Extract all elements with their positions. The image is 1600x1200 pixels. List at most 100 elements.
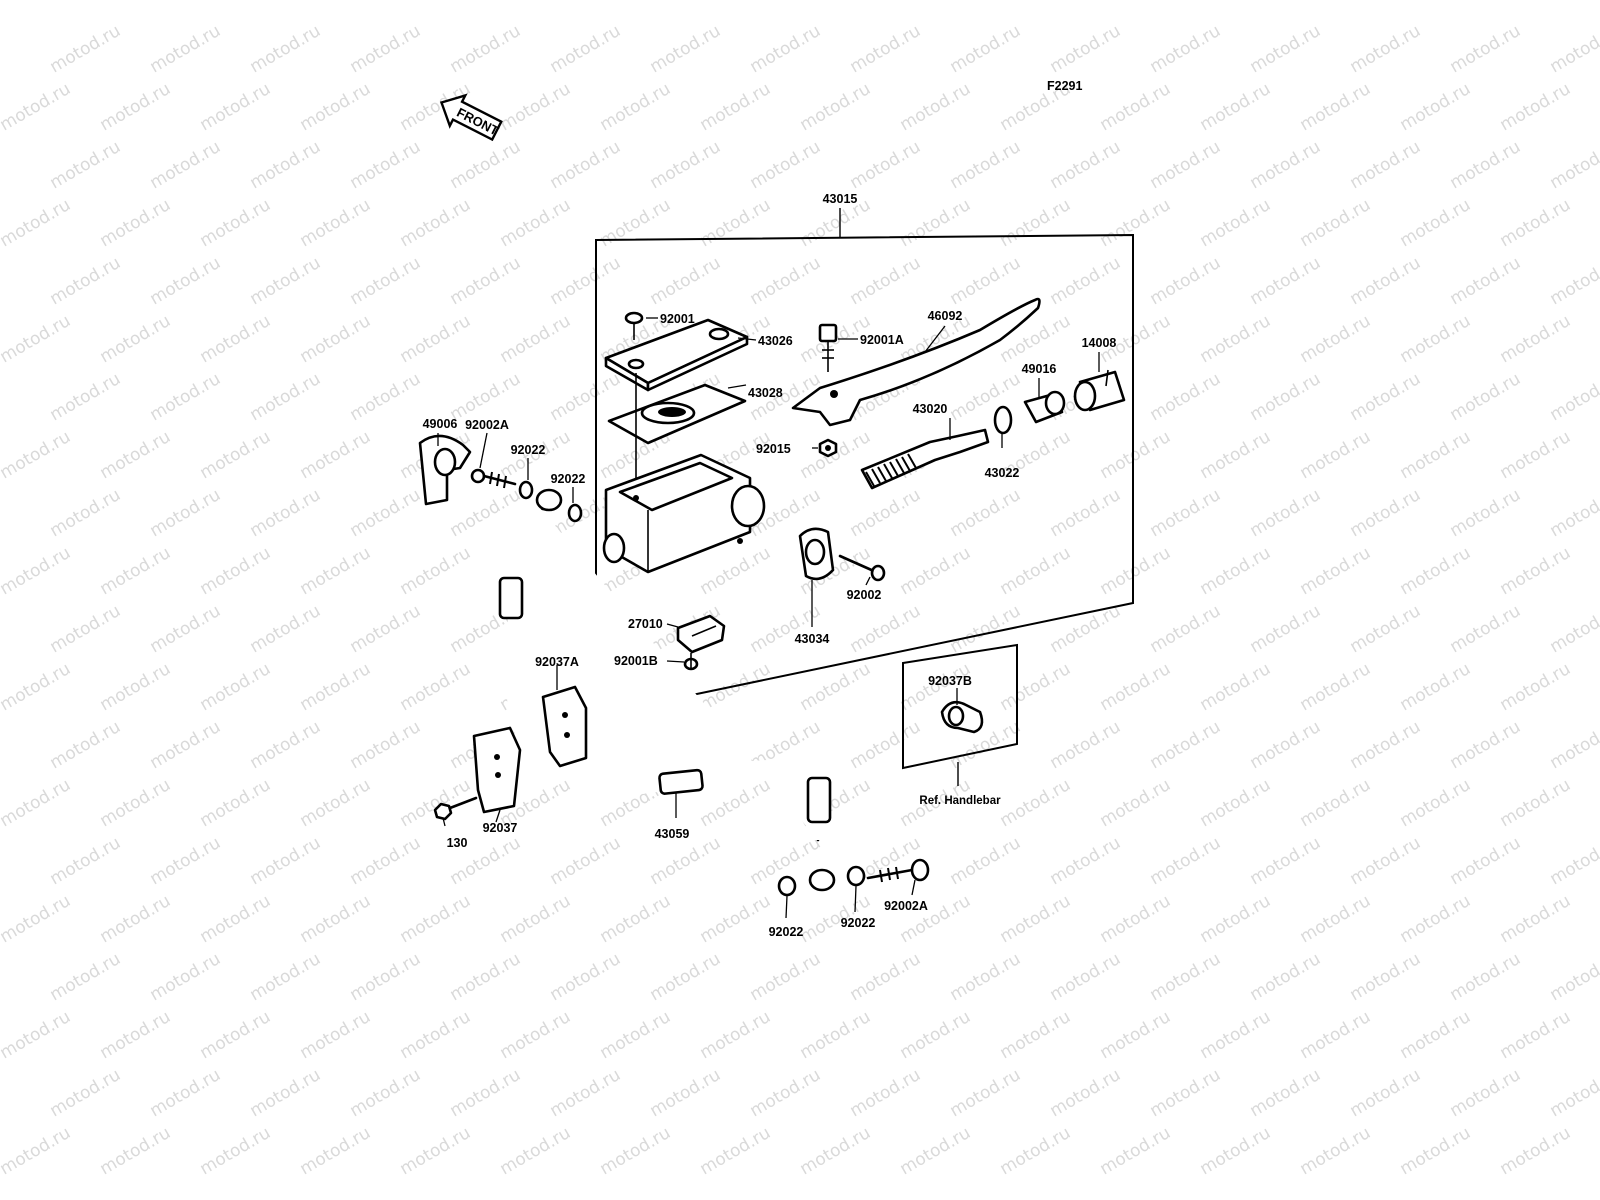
watermark-text: motod.ru bbox=[1497, 659, 1575, 715]
watermark-text: motod.ru bbox=[1047, 833, 1125, 889]
watermark-text: motod.ru bbox=[47, 485, 125, 541]
label-92037: 92037 bbox=[483, 821, 518, 835]
banjo-fitting bbox=[535, 488, 563, 512]
watermark-text: motod.ru bbox=[1547, 949, 1600, 1005]
watermark-text: motod.ru bbox=[47, 949, 125, 1005]
watermark-text: motod.ru bbox=[97, 311, 175, 367]
watermark-text: motod.ru bbox=[397, 659, 475, 715]
label-92022-d: 92022 bbox=[841, 916, 876, 930]
watermark-text: motod.ru bbox=[697, 891, 775, 947]
watermark-text: motod.ru bbox=[1597, 659, 1600, 715]
watermark-text: motod.ru bbox=[447, 369, 525, 425]
watermark-text: motod.ru bbox=[247, 949, 325, 1005]
watermark-text: motod.ru bbox=[1297, 775, 1375, 831]
label-130: 130 bbox=[447, 836, 468, 850]
watermark-text: motod.ru bbox=[1147, 21, 1225, 77]
watermark-text: motod.ru bbox=[1147, 717, 1225, 773]
watermark-text: motod.ru bbox=[1497, 427, 1575, 483]
watermark-text: motod.ru bbox=[297, 79, 375, 135]
watermark-text: motod.ru bbox=[247, 253, 325, 309]
watermark-text: motod.ru bbox=[1597, 1007, 1600, 1063]
watermark-text: motod.ru bbox=[547, 833, 625, 889]
watermark-text: motod.ru bbox=[1197, 195, 1275, 251]
watermark-text: motod.ru bbox=[1247, 949, 1325, 1005]
watermark-text: motod.ru bbox=[97, 659, 175, 715]
watermark-text: motod.ru bbox=[1347, 717, 1425, 773]
watermark-text: motod.ru bbox=[847, 1065, 925, 1121]
watermark-text: motod.ru bbox=[347, 601, 425, 657]
watermark-text: motod.ru bbox=[747, 1065, 825, 1121]
watermark-text: motod.ru bbox=[1397, 79, 1475, 135]
label-92002A-bottom: 92002A bbox=[884, 899, 928, 913]
watermark-text: motod.ru bbox=[1347, 601, 1425, 657]
watermark-text: motod.ru bbox=[747, 949, 825, 1005]
label-92002A-top: 92002A bbox=[465, 418, 509, 432]
watermark-text: motod.ru bbox=[0, 659, 74, 715]
washer-92022-a bbox=[518, 480, 534, 500]
watermark-text: motod.ru bbox=[1547, 833, 1600, 889]
label-92001: 92001 bbox=[660, 312, 695, 326]
watermark-text: motod.ru bbox=[947, 137, 1025, 193]
watermark-text: motod.ru bbox=[447, 137, 525, 193]
watermark-text: motod.ru bbox=[947, 949, 1025, 1005]
watermark-text: motod.ru bbox=[0, 891, 74, 947]
watermark-text: motod.ru bbox=[947, 369, 1025, 425]
watermark-text: motod.ru bbox=[1397, 543, 1475, 599]
watermark-text: motod.ru bbox=[47, 717, 125, 773]
watermark-text: motod.ru bbox=[747, 253, 825, 309]
watermark-text: motod.ru bbox=[47, 601, 125, 657]
bolt-92001A bbox=[818, 323, 838, 372]
watermark-text: motod.ru bbox=[947, 833, 1025, 889]
watermark-text: motod.ru bbox=[47, 369, 125, 425]
label-92001A: 92001A bbox=[860, 333, 904, 347]
watermark-text: motod.ru bbox=[1047, 253, 1125, 309]
watermark-text: motod.ru bbox=[947, 253, 1025, 309]
watermark-text: motod.ru bbox=[1147, 949, 1225, 1005]
clamp-92037B bbox=[940, 700, 984, 734]
watermark-text: motod.ru bbox=[1197, 775, 1275, 831]
watermark-text: motod.ru bbox=[0, 195, 74, 251]
watermark-text: motod.ru bbox=[597, 1007, 675, 1063]
watermark-text: motod.ru bbox=[847, 485, 925, 541]
watermark-text: motod.ru bbox=[97, 775, 175, 831]
watermark-text: motod.ru bbox=[1447, 1065, 1525, 1121]
watermark-text: motod.ru bbox=[197, 659, 275, 715]
watermark-text: motod.ru bbox=[647, 833, 725, 889]
watermark-text: motod.ru bbox=[947, 1065, 1025, 1121]
boot-49016 bbox=[1023, 390, 1066, 424]
label-ref-handlebar: Ref. Handlebar bbox=[919, 795, 1001, 807]
boot-14008 bbox=[1073, 369, 1126, 412]
watermark-text: motod.ru bbox=[1447, 137, 1525, 193]
watermark-text: motod.ru bbox=[97, 891, 175, 947]
watermark-text: motod.ru bbox=[697, 79, 775, 135]
watermark-text: motod.ru bbox=[347, 717, 425, 773]
watermark-text: motod.ru bbox=[447, 21, 525, 77]
watermark-text: motod.ru bbox=[997, 1007, 1075, 1063]
label-14008: 14008 bbox=[1082, 336, 1117, 350]
watermark-text: motod.ru bbox=[197, 1007, 275, 1063]
clamp-92037 bbox=[472, 726, 522, 814]
watermark-text: motod.ru bbox=[447, 253, 525, 309]
watermark-text: motod.ru bbox=[297, 891, 375, 947]
label-92037B: 92037B bbox=[928, 674, 972, 688]
watermark-text: motod.ru bbox=[1447, 601, 1525, 657]
watermark-text: motod.ru bbox=[147, 949, 225, 1005]
watermark-text: motod.ru bbox=[997, 891, 1075, 947]
watermark-text: motod.ru bbox=[247, 1065, 325, 1121]
watermark-text: motod.ru bbox=[247, 717, 325, 773]
watermark-text: motod.ru bbox=[847, 137, 925, 193]
watermark-text: motod.ru bbox=[1147, 137, 1225, 193]
watermark-text: motod.ru bbox=[1247, 21, 1325, 77]
watermark-text: motod.ru bbox=[1597, 311, 1600, 367]
bolt-130 bbox=[433, 796, 478, 821]
watermark-text: motod.ru bbox=[1447, 949, 1525, 1005]
watermark-text: motod.ru bbox=[97, 79, 175, 135]
watermark-text: motod.ru bbox=[1197, 427, 1275, 483]
label-92015: 92015 bbox=[756, 442, 791, 456]
label-92022-a: 92022 bbox=[511, 443, 546, 457]
watermark-text: motod.ru bbox=[1597, 195, 1600, 251]
watermark-text: motod.ru bbox=[1347, 1065, 1425, 1121]
watermark-text: motod.ru bbox=[897, 79, 975, 135]
watermark-text: motod.ru bbox=[1547, 1065, 1600, 1121]
part-labels: 43015 92001 43026 92001A 46092 14008 490… bbox=[423, 192, 1117, 939]
